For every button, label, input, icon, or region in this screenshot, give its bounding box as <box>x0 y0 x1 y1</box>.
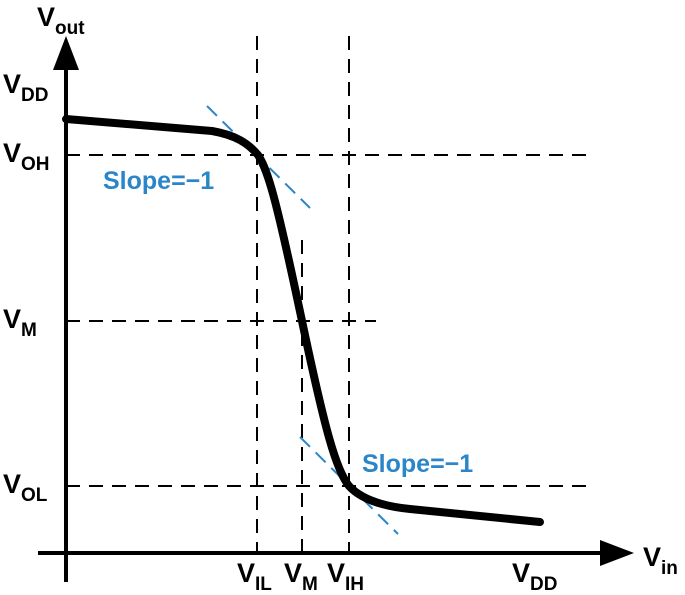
y-label-voh: VOH <box>3 138 50 175</box>
y-label-vm-sub: M <box>21 320 37 341</box>
x-label-vdd-sub: DD <box>530 574 557 595</box>
y-label-vdd-sub: DD <box>21 85 48 106</box>
y-label-vol-main: V <box>3 469 21 499</box>
y-label-voh-main: V <box>3 138 21 168</box>
slope-label-lower: Slope=−1 <box>362 450 473 478</box>
y-label-voh-sub: OH <box>21 154 50 175</box>
transfer-curve <box>62 115 544 526</box>
y-axis-title-sub: out <box>55 18 85 39</box>
y-label-vm-main: V <box>3 304 21 334</box>
x-axis-title-sub: in <box>661 558 678 579</box>
y-label-vdd: VDD <box>3 69 48 106</box>
y-axis-title-main: V <box>37 2 55 32</box>
x-axis-arrowhead <box>600 540 634 566</box>
x-label-vil-main: V <box>237 558 255 588</box>
x-label-vih-sub: IH <box>345 574 364 595</box>
x-label-vih: VIH <box>327 558 364 595</box>
x-label-vil-sub: IL <box>255 574 272 595</box>
x-label-vm-main: V <box>284 558 302 588</box>
y-label-vdd-main: V <box>3 69 21 99</box>
slope-label-upper: Slope=−1 <box>103 167 214 195</box>
x-label-vdd-main: V <box>512 558 530 588</box>
x-axis-title-main: V <box>643 542 661 572</box>
x-label-vih-main: V <box>327 558 345 588</box>
y-label-vm: VM <box>3 304 37 341</box>
x-axis-title: Vin <box>643 542 678 579</box>
axes <box>38 36 634 582</box>
guide-lines <box>66 36 588 553</box>
y-label-vol: VOL <box>3 469 48 506</box>
x-label-vil: VIL <box>237 558 272 595</box>
y-label-vol-sub: OL <box>21 485 48 506</box>
x-label-vdd: VDD <box>512 558 557 595</box>
y-axis-title: Vout <box>37 2 85 39</box>
x-label-vm: VM <box>284 558 318 595</box>
x-label-vm-sub: M <box>302 574 318 595</box>
y-axis-arrowhead <box>53 36 79 70</box>
